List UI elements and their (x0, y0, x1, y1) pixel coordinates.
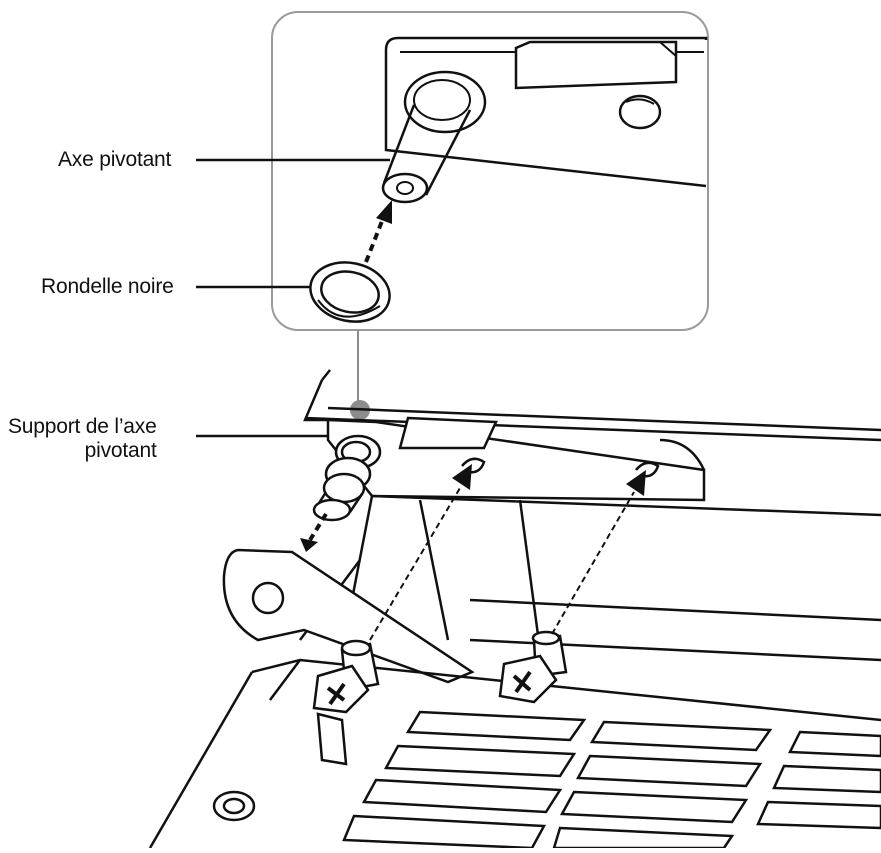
screw-left (312, 639, 380, 714)
label-support-line-1: Support de l’axe (8, 415, 157, 438)
label-black-washer: Rondelle noire (41, 275, 174, 298)
vent-grille (342, 710, 881, 850)
pivot-axis-mounted (312, 434, 382, 522)
label-pivot-axis-support: Support de l’axe pivotant (8, 415, 157, 463)
remove-pivot-arrow (308, 512, 328, 542)
label-support-line-2: pivotant (84, 439, 157, 462)
monitor-chassis (148, 369, 881, 849)
pivot-shaft-body (382, 104, 472, 196)
insert-washer-arrow (364, 215, 386, 263)
screw-right (498, 630, 568, 704)
detail-inset (271, 11, 709, 331)
label-pivot-axis: Axe pivotant (58, 148, 172, 171)
screw-right-path (551, 491, 635, 635)
